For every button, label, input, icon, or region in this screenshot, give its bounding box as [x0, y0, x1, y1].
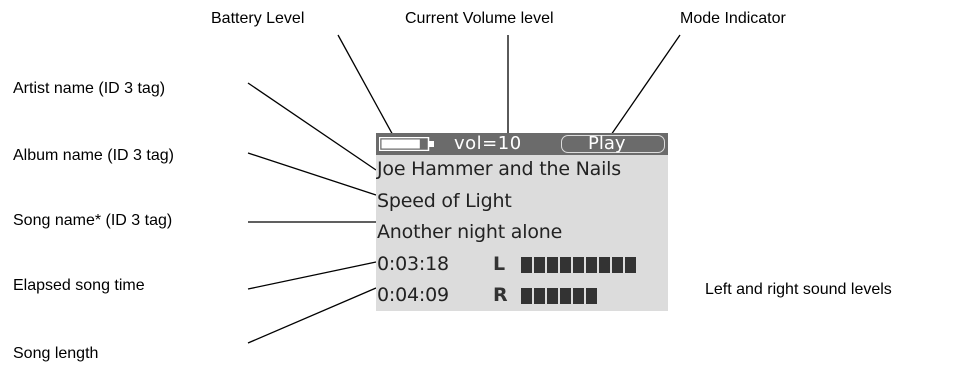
lcd-status-bar: vol=10 Play — [376, 133, 668, 155]
volume-readout: vol=10 — [454, 133, 522, 154]
leader-artist — [247, 82, 377, 171]
leader-battery — [337, 34, 401, 149]
elapsed-time-label: Elapsed song time — [13, 277, 145, 294]
artist-name-label: Artist name (ID 3 tag) — [13, 80, 166, 97]
lcd-screen: vol=10 Play Joe Hammer and the Nails Spe… — [376, 133, 668, 311]
right-level-segment — [573, 288, 584, 304]
song-text: Another night alone — [377, 221, 563, 243]
sound-levels-label: Left and right sound levels — [705, 281, 892, 298]
leader-album — [247, 152, 377, 196]
left-level-segment — [521, 257, 532, 273]
mode-indicator-label: Mode Indicator — [680, 10, 786, 27]
right-channel-label: R — [493, 284, 508, 306]
left-level-segment — [625, 257, 636, 273]
artist-text: Joe Hammer and the Nails — [377, 158, 621, 180]
album-text: Speed of Light — [377, 190, 512, 212]
left-level-segment — [586, 257, 597, 273]
right-level-segment — [521, 288, 532, 304]
current-volume-label: Current Volume level — [405, 10, 554, 27]
battery-level-label: Battery Level — [211, 10, 305, 27]
album-name-label: Album name (ID 3 tag) — [13, 147, 174, 164]
left-level-segment — [560, 257, 571, 273]
left-channel-label: L — [493, 253, 506, 275]
song-length-label: Song length — [13, 345, 99, 362]
battery-icon — [379, 137, 434, 151]
right-level-segment — [547, 288, 558, 304]
left-level-segment — [547, 257, 558, 273]
left-level-segment — [534, 257, 545, 273]
elapsed-time-text: 0:03:18 — [377, 253, 449, 275]
right-level-segment — [586, 288, 597, 304]
left-level-segment — [573, 257, 584, 273]
song-name-label: Song name* (ID 3 tag) — [13, 212, 173, 229]
leader-mode — [601, 34, 681, 149]
leader-length — [247, 287, 377, 344]
right-level-segment — [534, 288, 545, 304]
leader-elapsed — [247, 261, 377, 290]
song-length-text: 0:04:09 — [377, 284, 449, 306]
left-level-segment — [599, 257, 610, 273]
mode-readout: Play — [588, 133, 626, 154]
left-level-segment — [612, 257, 623, 273]
right-level-segment — [560, 288, 571, 304]
mode-pill — [561, 135, 665, 153]
